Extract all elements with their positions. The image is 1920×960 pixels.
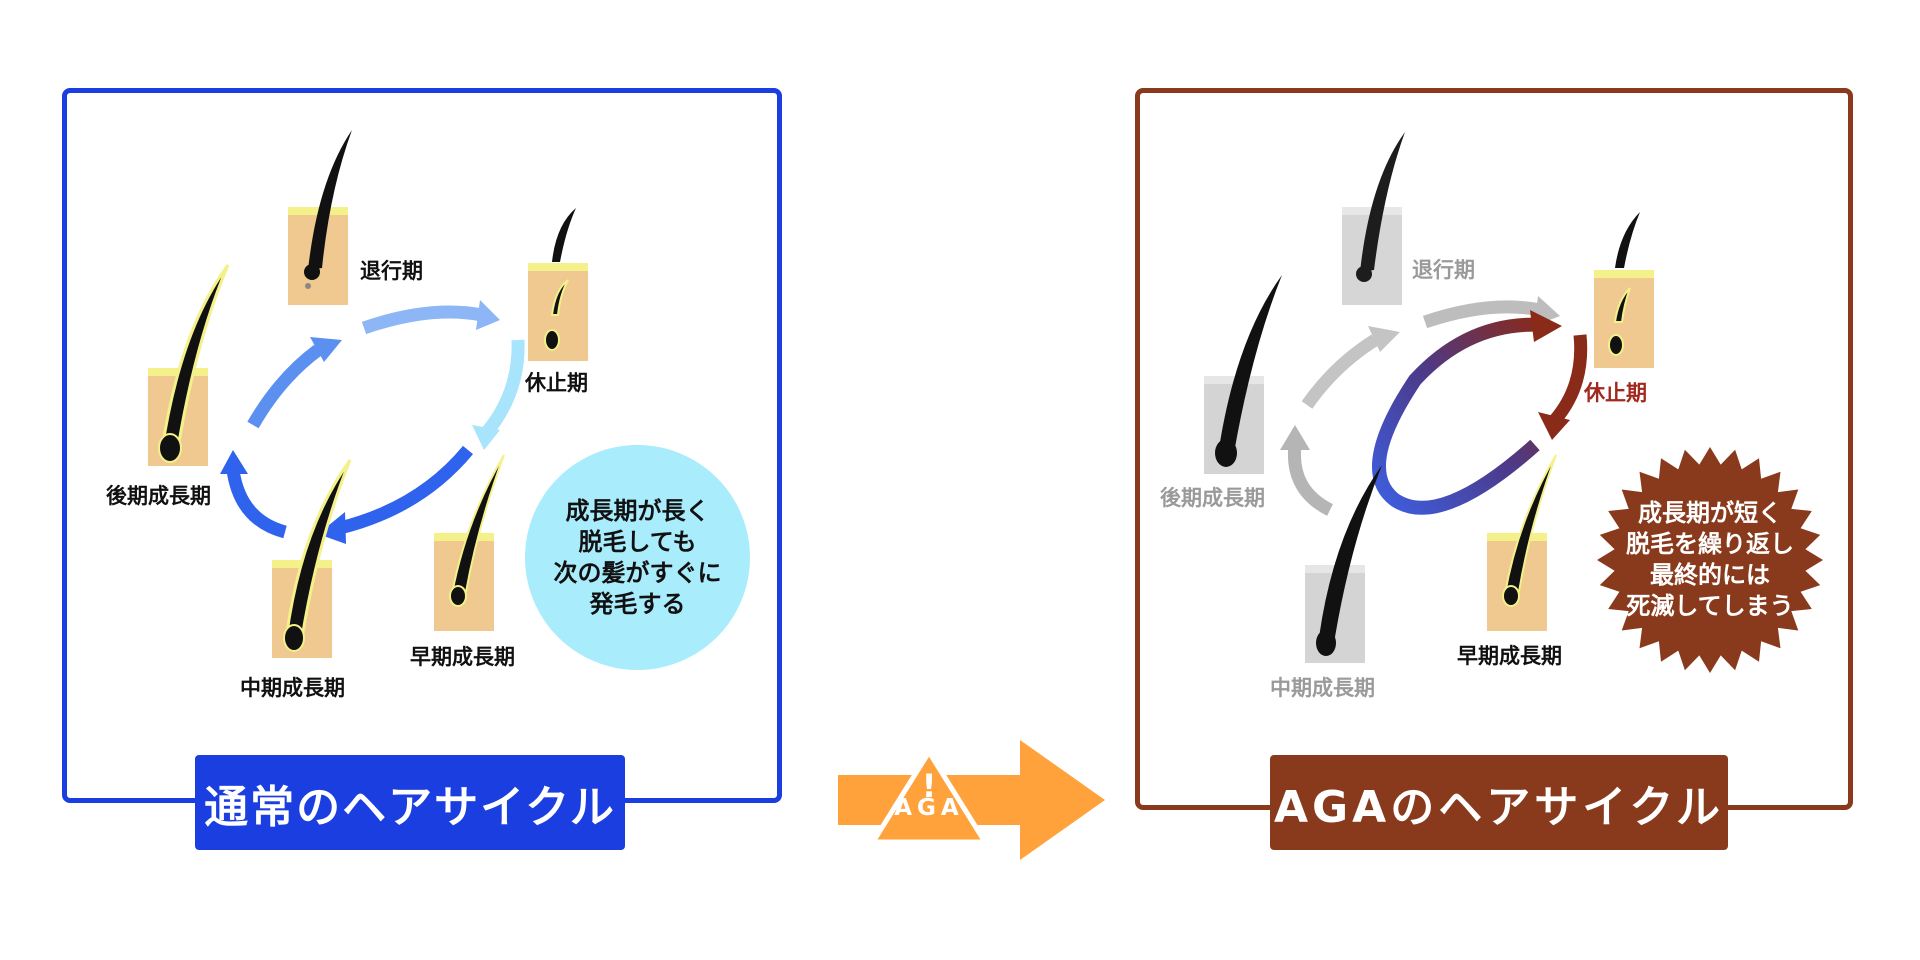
hair-follicle-icon (288, 130, 352, 305)
aga-stage-label-mid-anagen: 中期成長期 (1270, 672, 1375, 702)
normal-cycle-title: 通常のヘアサイクル (195, 755, 625, 850)
stage-label-catagen: 退行期 (360, 255, 423, 285)
hair-follicle-icon (1594, 212, 1654, 368)
note-line: 発毛する (554, 589, 722, 620)
stage-label-telogen: 休止期 (525, 367, 588, 397)
aga-stage-label-late-anagen: 後期成長期 (1160, 482, 1265, 512)
note-line: 最終的には (1626, 560, 1794, 591)
transition-arrow-label: AGA (884, 795, 974, 821)
cycle-arrow-icon (1280, 296, 1581, 510)
normal-cycle-note-bubble: 成長期が長く 脱毛しても 次の髪がすぐに 発毛する (525, 445, 750, 670)
stage-label-mid-anagen: 中期成長期 (240, 672, 345, 702)
aga-cycle-note-starburst: 成長期が短く 脱毛を繰り返し 最終的には 死滅してしまう (1595, 445, 1825, 675)
aga-stage-label-early-anagen: 早期成長期 (1457, 640, 1562, 670)
note-line: 死滅してしまう (1626, 591, 1794, 622)
note-line: 脱毛しても (554, 527, 722, 558)
note-line: 脱毛を繰り返し (1626, 529, 1794, 560)
cycle-arrow-icon (220, 300, 518, 544)
aga-stage-label-catagen: 退行期 (1412, 254, 1475, 284)
hair-follicle-icon (148, 265, 228, 466)
stage-label-early-anagen: 早期成長期 (410, 641, 515, 671)
hair-follicle-icon (272, 460, 350, 658)
note-line: 成長期が長く (554, 496, 722, 527)
aga-cycle-title: AGAのヘアサイクル (1270, 755, 1728, 850)
note-line: 成長期が短く (1626, 498, 1794, 529)
hair-follicle-icon (1342, 132, 1405, 305)
hair-follicle-icon (1204, 275, 1282, 474)
note-line: 次の髪がすぐに (554, 558, 722, 589)
stage-label-late-anagen: 後期成長期 (106, 480, 211, 510)
hair-follicle-icon (528, 208, 588, 361)
aga-stage-label-telogen: 休止期 (1584, 377, 1647, 407)
